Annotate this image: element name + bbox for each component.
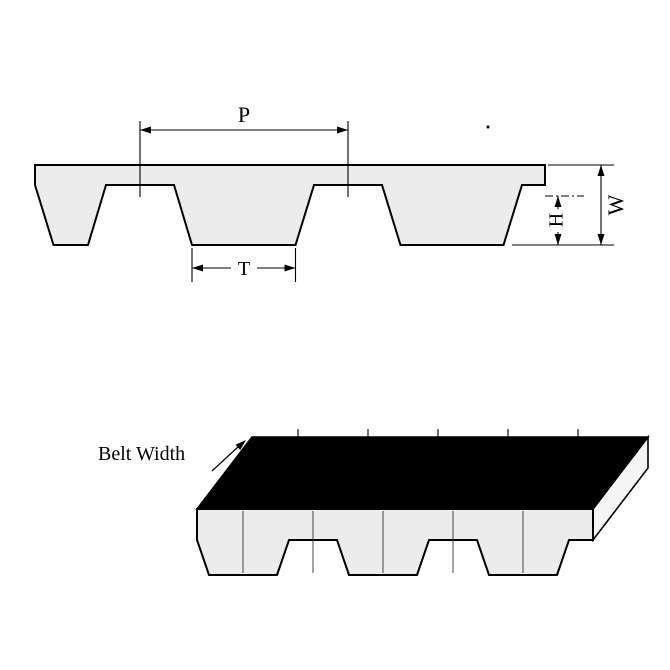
belt-front-face (196, 508, 594, 576)
w-label: W (603, 194, 628, 215)
h-arrowhead-up-icon (554, 196, 562, 207)
p-arrowhead-left-icon (140, 126, 151, 134)
front-face-centerlines (242, 511, 524, 573)
h-arrowhead-down-icon (554, 234, 562, 245)
cross-section-figure: P T H W (34, 102, 628, 282)
belt-width-label: Belt Width (98, 443, 185, 465)
p-label: P (238, 102, 250, 127)
top-edge-centerline-ticks (297, 429, 579, 437)
isometric-figure: Belt Width (98, 429, 650, 576)
belt-width-arrow-line (211, 445, 240, 472)
w-arrowhead-down-icon (597, 234, 605, 245)
w-arrowhead-up-icon (597, 165, 605, 176)
belt-top-face (195, 436, 650, 510)
t-arrowhead-right-icon (284, 264, 296, 272)
t-label: T (238, 258, 250, 280)
belt-cross-section-profile (34, 164, 546, 246)
belt-width-arrowhead-icon (235, 440, 246, 450)
t-arrowhead-left-icon (192, 264, 203, 272)
artifact-dot (486, 125, 490, 129)
p-arrowhead-right-icon (337, 126, 348, 134)
h-label: H (546, 213, 568, 227)
